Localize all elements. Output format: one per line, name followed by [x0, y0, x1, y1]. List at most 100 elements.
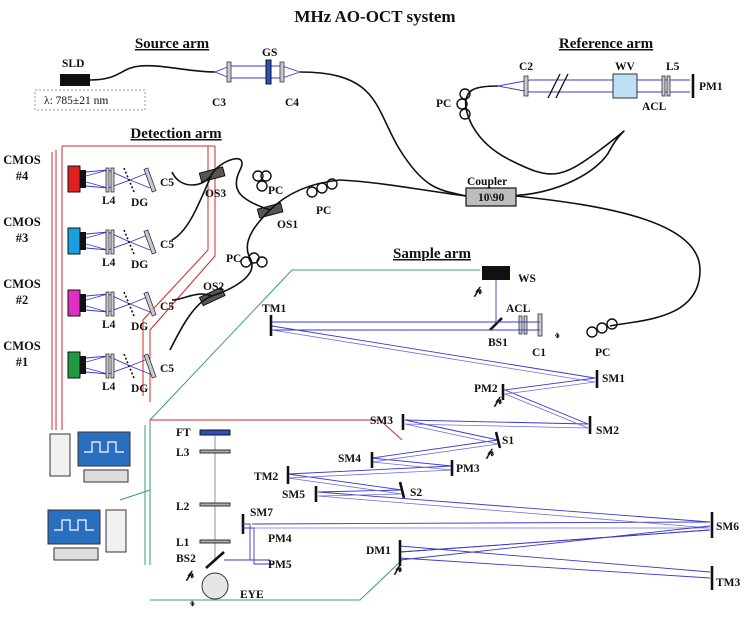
tm3-label: TM3 — [716, 577, 741, 589]
l2-lens — [199, 502, 231, 507]
gs-glass — [265, 59, 272, 85]
detection-fiber-cam2 — [171, 293, 213, 301]
l4-lens-a — [105, 291, 110, 317]
c5-label: C5 — [160, 177, 174, 189]
os1-label: OS1 — [277, 219, 298, 231]
tm1-label: TM1 — [262, 303, 287, 315]
os3-label: OS3 — [205, 188, 226, 200]
l4-lens-b — [110, 167, 115, 193]
l4-lens-b — [110, 353, 115, 379]
l4-lens-a — [105, 229, 110, 255]
l1-label: L1 — [176, 537, 190, 549]
detection-pc-coils-a — [252, 170, 272, 192]
beam-main-path — [251, 325, 711, 525]
s2-scanner — [398, 481, 406, 499]
gs-label: GS — [262, 47, 277, 59]
camera-sensor — [67, 227, 81, 255]
s1-p-label: 𝓅 — [485, 447, 495, 460]
ws-p-label: 𝓅 — [473, 285, 483, 298]
l4-lens-a — [105, 167, 110, 193]
c1-lens — [537, 313, 543, 337]
camera-mount — [80, 294, 86, 312]
dg-label: DG — [131, 383, 148, 395]
detection-fiber-upper — [171, 158, 271, 211]
break-mark-2 — [555, 73, 569, 99]
eye-icon — [201, 572, 229, 600]
computer-sample — [47, 509, 127, 561]
l4-label: L4 — [102, 195, 116, 207]
camera-number-label: #3 — [16, 231, 29, 245]
sm2-label: SM2 — [596, 425, 619, 437]
bs2-splitter — [205, 551, 225, 569]
computer-detection — [49, 431, 131, 483]
dg-label: DG — [131, 197, 148, 209]
camera-number-label: #4 — [16, 169, 29, 183]
s1-label: S1 — [502, 435, 514, 447]
ft-target — [199, 429, 231, 436]
pm1-label: PM1 — [699, 81, 723, 93]
l4-label: L4 — [102, 319, 116, 331]
break-mark-1 — [547, 73, 561, 99]
l5-label: L5 — [666, 61, 680, 73]
detection-pc-label-b: PC — [316, 205, 331, 217]
c5-label: C5 — [160, 239, 174, 251]
c5-label: C5 — [160, 363, 174, 375]
section-reference-arm: Reference arm — [559, 36, 654, 52]
l1-lens — [199, 539, 231, 544]
sample-pc-coils — [586, 318, 618, 338]
c5-lens — [143, 291, 157, 317]
eye-r-label: 𝓇 — [189, 597, 196, 609]
sm4-label: SM4 — [338, 453, 361, 465]
sm3-label: SM3 — [370, 415, 393, 427]
camera-sensor — [67, 289, 81, 317]
coupler-box — [465, 187, 517, 207]
s1-scanner — [494, 431, 502, 449]
ft-label: FT — [176, 427, 191, 439]
camera-name-label: CMOS — [3, 339, 41, 353]
sample-acl-label: ACL — [506, 303, 531, 315]
coupler-to-detection-fiber — [339, 179, 467, 197]
l4-lens-b — [110, 229, 115, 255]
camera-mount — [80, 170, 86, 188]
sample-r-label: 𝓇 — [554, 329, 561, 341]
detection-pc-coils-c — [240, 252, 268, 268]
pm5-label: PM5 — [268, 559, 292, 571]
dg-grating — [123, 229, 135, 255]
l4-lens-b — [110, 291, 115, 317]
eye-label: EYE — [240, 589, 264, 601]
l5-lens-b — [666, 75, 671, 97]
beam-dm-lines — [399, 525, 711, 579]
dm1-p-label: 𝓅 — [393, 563, 403, 576]
sld-source — [60, 74, 90, 86]
pm2-label: PM2 — [474, 383, 498, 395]
c5-label: C5 — [160, 301, 174, 313]
dm1-label: DM1 — [366, 545, 391, 557]
l3-label: L3 — [176, 447, 190, 459]
l5-lens-a — [661, 75, 666, 97]
camera-name-label: CMOS — [3, 215, 41, 229]
source-beam — [214, 65, 301, 79]
sm5-label: SM5 — [282, 489, 305, 501]
camera-number-label: #1 — [16, 355, 29, 369]
reference-fiber — [464, 85, 625, 197]
sample-enclosure-red — [150, 419, 403, 441]
dg-grating — [123, 353, 135, 379]
pc2-link-line — [119, 489, 151, 501]
c4-label: C4 — [285, 97, 299, 109]
section-sample-arm: Sample arm — [393, 246, 471, 262]
camera-name-label: CMOS — [3, 277, 41, 291]
camera-cable-lines — [51, 150, 57, 430]
pm2-p-label: 𝓅 — [493, 395, 503, 408]
l4-label: L4 — [102, 381, 116, 393]
c2-lens — [523, 75, 529, 97]
sample-enclosure-green-bottom — [150, 559, 403, 601]
sample-acl-b — [523, 315, 528, 335]
bs1-label: BS1 — [488, 337, 508, 349]
ref-pc-label: PC — [436, 98, 451, 110]
c2-label: C2 — [519, 61, 533, 73]
